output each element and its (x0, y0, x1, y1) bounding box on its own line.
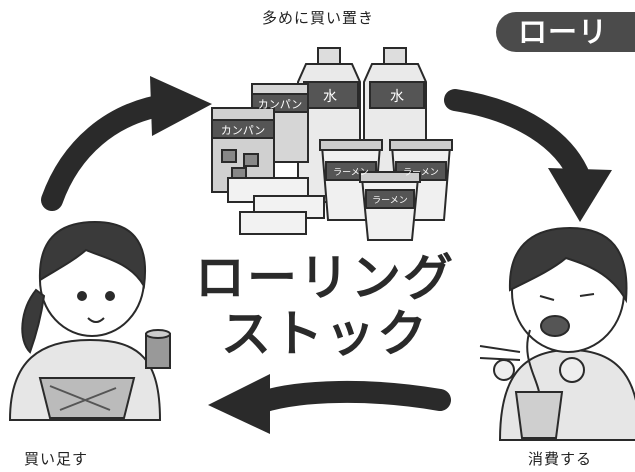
can-3 (239, 211, 307, 235)
cup-noodle-front (359, 171, 421, 241)
arrow-top-left (41, 76, 212, 211)
center-title-line2: ストック (221, 305, 429, 363)
label-consume: 消費する (528, 450, 593, 468)
label-stock-up: 多めに買い置き (262, 9, 375, 27)
badge-text: ローリ (518, 15, 609, 49)
person-buying-illustration (8, 220, 171, 421)
ramen-label-3: ラーメン (372, 195, 408, 206)
arrow-top-right (444, 89, 612, 222)
ramen-label-1: ラーメン (333, 167, 369, 178)
person-eating-illustration (479, 226, 635, 441)
water-label-left: 水 (323, 89, 337, 105)
arrow-bottom (208, 374, 451, 434)
water-label-right: 水 (390, 89, 404, 105)
rolling-badge: ローリ (496, 12, 635, 52)
center-title-line1: ローリング (195, 249, 455, 307)
ramen-label-2: ラーメン (403, 167, 439, 178)
biscuit-label-back: カンパン (258, 98, 303, 111)
stockpile-illustration (211, 47, 453, 241)
label-replenish: 買い足す (24, 450, 89, 468)
biscuit-label-front: カンパン (221, 124, 266, 137)
